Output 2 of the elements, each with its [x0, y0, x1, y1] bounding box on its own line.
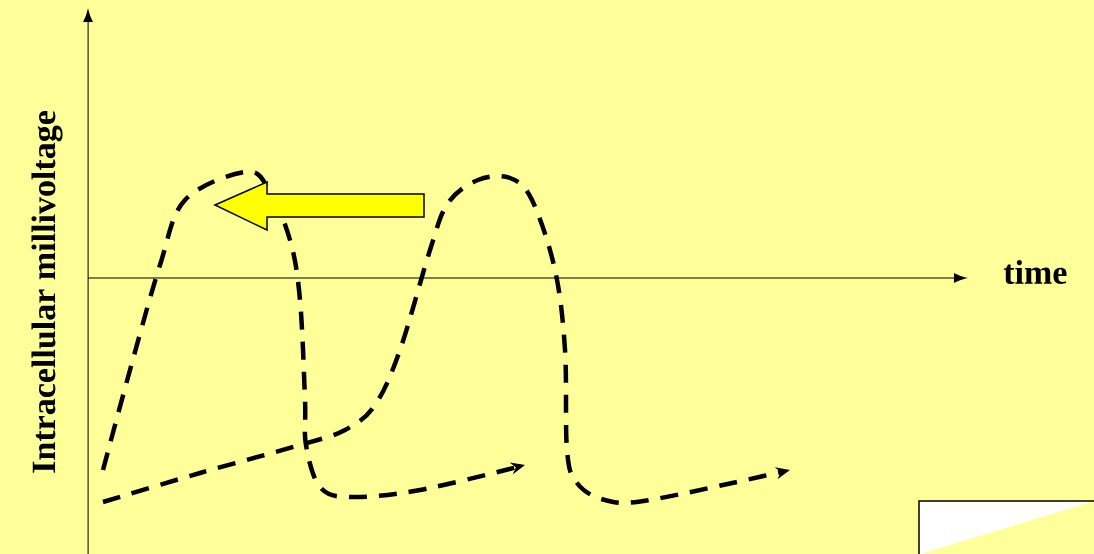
axis-label: time [1003, 260, 1067, 284]
axis-label: Intracellular millivoltage [31, 111, 63, 473]
